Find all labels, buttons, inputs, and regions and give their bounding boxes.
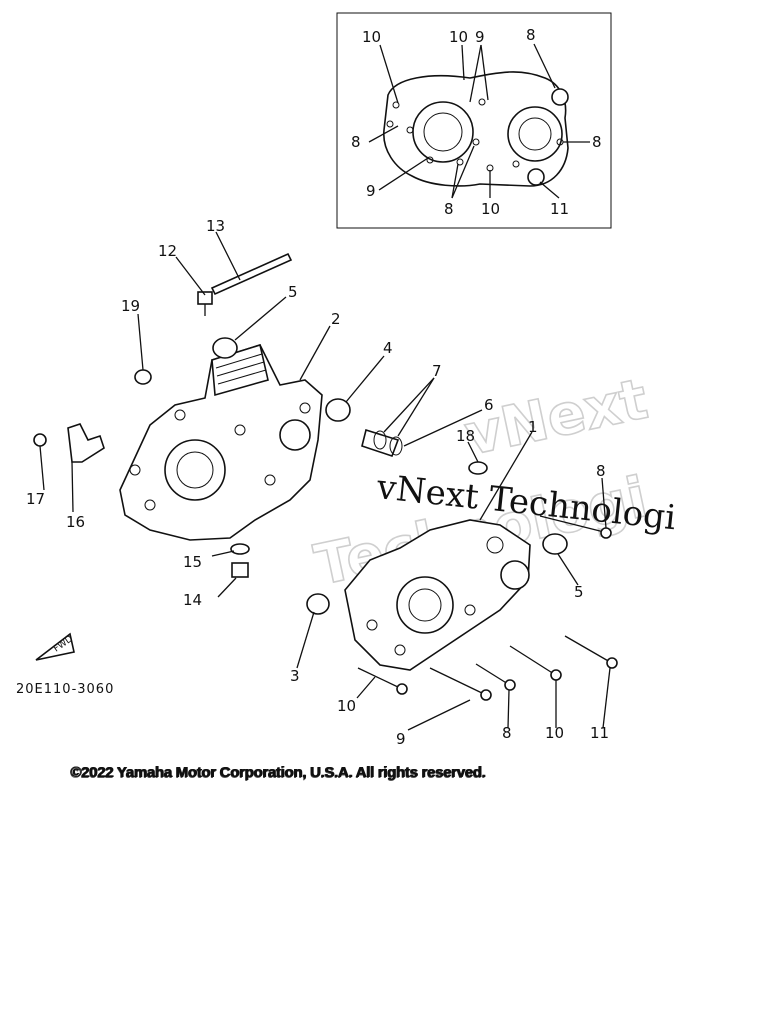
inset-right-bore	[507, 106, 563, 162]
callout-10b: 10	[545, 724, 564, 742]
right-main-bearing-bore	[396, 576, 454, 634]
callout-8b: 8	[502, 724, 512, 742]
callout-18: 18	[456, 427, 475, 445]
callout-10a: 10	[337, 697, 356, 715]
callout-inset-10a: 10	[362, 28, 381, 46]
callout-19: 19	[121, 297, 140, 315]
inset-left-bore	[412, 101, 474, 163]
inset-right-bore-inner	[518, 117, 552, 151]
callout-inset-10b: 10	[449, 28, 468, 46]
callout-1: 1	[528, 418, 538, 436]
callout-7: 7	[432, 362, 442, 380]
part-18-dowel	[468, 461, 488, 475]
part-15-washer	[230, 543, 250, 555]
part-12-fitting	[197, 291, 213, 305]
bolt-8b	[475, 663, 509, 685]
callout-4: 4	[383, 339, 393, 357]
left-crankcase-half	[119, 343, 323, 541]
bolt-10b	[509, 645, 555, 675]
right-shaft-bore	[500, 560, 530, 590]
callout-2: 2	[331, 310, 341, 328]
copyright-notice: ©2022 Yamaha Motor Corporation, U.S.A. A…	[70, 764, 486, 781]
callout-16: 16	[66, 513, 85, 531]
left-crankcase-body	[119, 344, 323, 541]
callout-3: 3	[290, 667, 300, 685]
part-6-sleeve	[361, 428, 400, 458]
callout-11: 11	[590, 724, 609, 742]
part-3-bush	[306, 593, 330, 615]
callout-inset-8b: 8	[351, 133, 361, 151]
watermark-line2: vNext	[459, 367, 653, 469]
bolt-9	[429, 667, 485, 695]
inset-view: 10 10 9 8 8 8 9 8 10 11	[336, 12, 612, 229]
callout-6: 6	[484, 396, 494, 414]
part-5-bearing-lower	[542, 533, 568, 555]
left-shaft-bore	[279, 419, 311, 451]
callout-inset-10c: 10	[481, 200, 500, 218]
callout-8a: 8	[596, 462, 606, 480]
fwd-arrow-icon	[35, 632, 75, 661]
bolt-11	[564, 635, 611, 663]
part-17-screw	[33, 433, 47, 447]
small-parts: FWD	[33, 252, 618, 701]
callout-14: 14	[183, 591, 202, 609]
part-16-plate	[67, 423, 105, 463]
callout-12: 12	[158, 242, 177, 260]
right-crankcase-half	[344, 519, 531, 671]
bolt-10a	[357, 667, 401, 689]
part-5-bearing-upper	[212, 337, 238, 359]
part-14-drain-bolt	[231, 562, 249, 578]
part-19-plug	[134, 369, 152, 385]
callout-inset-8a: 8	[526, 26, 536, 44]
callout-9: 9	[396, 730, 406, 748]
callout-inset-9a: 9	[475, 28, 485, 46]
part-4-bush	[325, 398, 351, 422]
callout-inset-8c: 8	[592, 133, 602, 151]
reference-code: 20E110-3060	[16, 682, 115, 697]
left-main-bearing-bore	[164, 439, 226, 501]
inset-bolt-11	[527, 168, 545, 186]
part-13-pipe	[210, 252, 293, 296]
callout-13: 13	[206, 217, 225, 235]
callout-5b: 5	[574, 583, 584, 601]
callout-17: 17	[26, 490, 45, 508]
inset-frame	[336, 12, 612, 229]
inset-leaders	[368, 43, 590, 199]
callout-inset-11: 11	[550, 200, 569, 218]
callout-5a: 5	[288, 283, 298, 301]
callout-inset-8d: 8	[444, 200, 454, 218]
inset-boss	[551, 88, 569, 106]
callout-inset-9b: 9	[366, 182, 376, 200]
main-leaders	[39, 231, 611, 731]
main-callouts: 13 12 5 19 2 4 7 6 18 1 8 17 16 15 14 5 …	[26, 217, 609, 748]
inset-left-bore-inner	[423, 112, 463, 152]
callout-15: 15	[183, 553, 202, 571]
